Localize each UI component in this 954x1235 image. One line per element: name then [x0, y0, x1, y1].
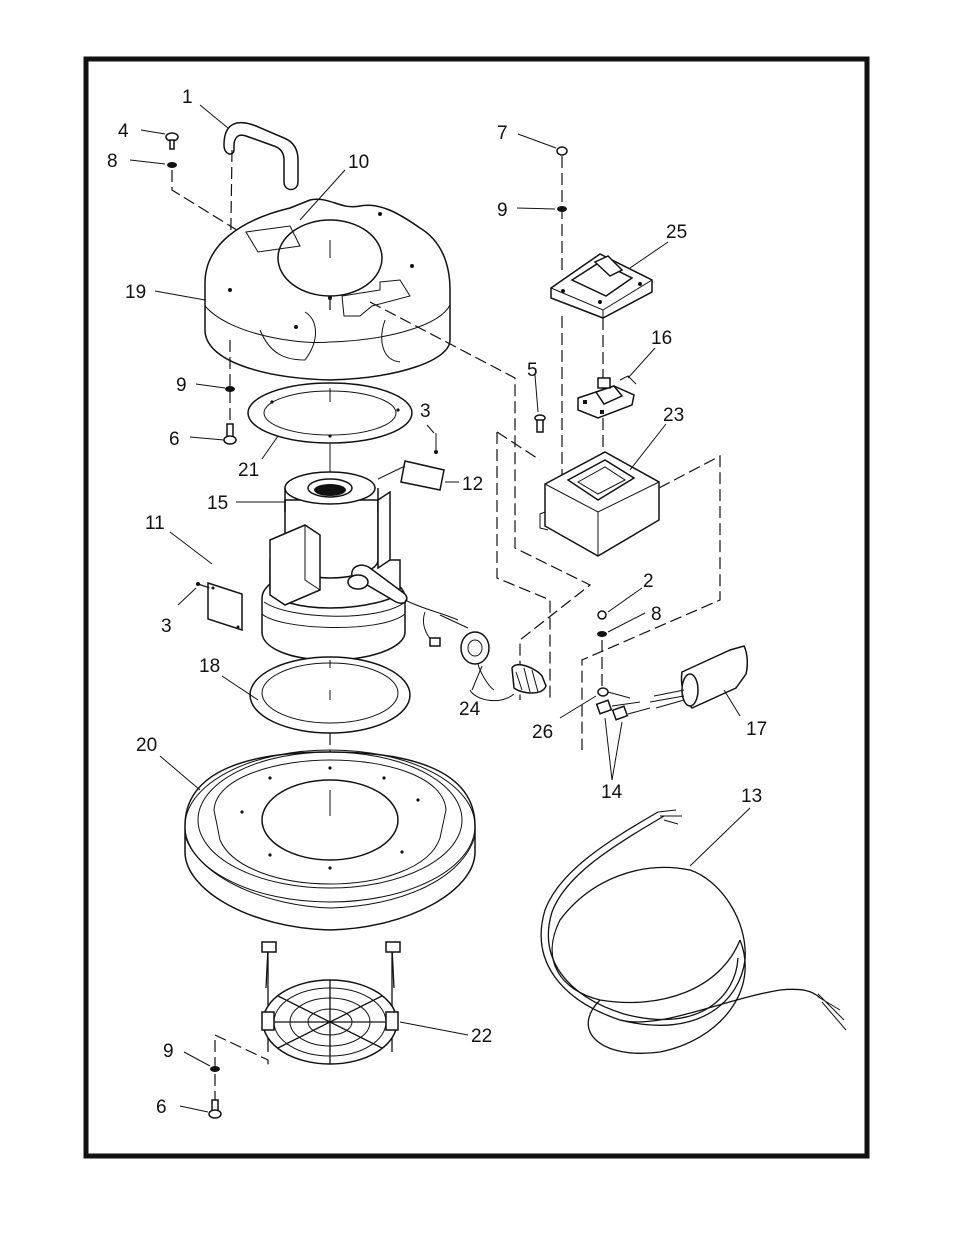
- strain-relief-24: [460, 631, 547, 694]
- callout-24: 24: [459, 699, 481, 720]
- callout-12: 12: [462, 474, 483, 495]
- screw-part-5: [534, 414, 546, 433]
- washer-part-8-left: [167, 162, 177, 168]
- callout-11: 11: [145, 513, 165, 534]
- screw-part-6-lower: [208, 1099, 222, 1119]
- callout-9-bottom: 9: [163, 1041, 174, 1062]
- callout-16: 16: [651, 328, 672, 349]
- receptacle-16: [577, 375, 637, 419]
- callout-2: 2: [643, 571, 654, 592]
- cord-connector-17: [649, 645, 749, 709]
- handle-part: [223, 121, 299, 191]
- power-cord-13: [540, 809, 847, 1054]
- callout-8-left: 8: [107, 151, 118, 172]
- callout-3-lower: 3: [161, 616, 172, 637]
- guard-grill-22: [261, 941, 401, 1065]
- callout-3-upper: 3: [420, 401, 431, 422]
- callout-14: 14: [601, 782, 623, 803]
- base-plate-20: [184, 749, 476, 931]
- top-cover-part: [204, 198, 451, 381]
- callout-25: 25: [666, 222, 687, 243]
- switch-cover-25: [550, 253, 653, 319]
- callout-4: 4: [118, 121, 129, 142]
- cover-plate-11: [207, 581, 243, 632]
- callout-26: 26: [532, 722, 553, 743]
- callout-19: 19: [125, 282, 146, 303]
- callout-20: 20: [136, 735, 157, 756]
- diagram-frame: [83, 56, 870, 1159]
- callout-9-right: 9: [497, 200, 508, 221]
- callout-22: 22: [471, 1026, 492, 1047]
- callout-15: 15: [207, 493, 228, 514]
- callout-13: 13: [741, 786, 762, 807]
- callout-23: 23: [663, 405, 684, 426]
- label-plate-12: [400, 460, 445, 491]
- callout-10: 10: [348, 152, 369, 173]
- callout-17: 17: [746, 719, 767, 740]
- callout-9-left: 9: [176, 375, 187, 396]
- callout-7: 7: [497, 123, 508, 144]
- callout-5: 5: [527, 360, 538, 381]
- gasket-ring-21: [247, 382, 413, 444]
- callout-1: 1: [182, 87, 193, 108]
- callout-6-bottom: 6: [156, 1097, 167, 1118]
- screw-part-4: [165, 132, 179, 150]
- screw-part-6-upper: [223, 423, 237, 445]
- callout-18: 18: [199, 656, 220, 677]
- callout-21: 21: [238, 460, 259, 481]
- wire-connectors-14-26: [595, 687, 651, 721]
- callout-8-right: 8: [651, 604, 662, 625]
- junction-box-23: [539, 451, 660, 557]
- motor-part-15: [261, 471, 408, 661]
- callout-6-upper: 6: [169, 429, 180, 450]
